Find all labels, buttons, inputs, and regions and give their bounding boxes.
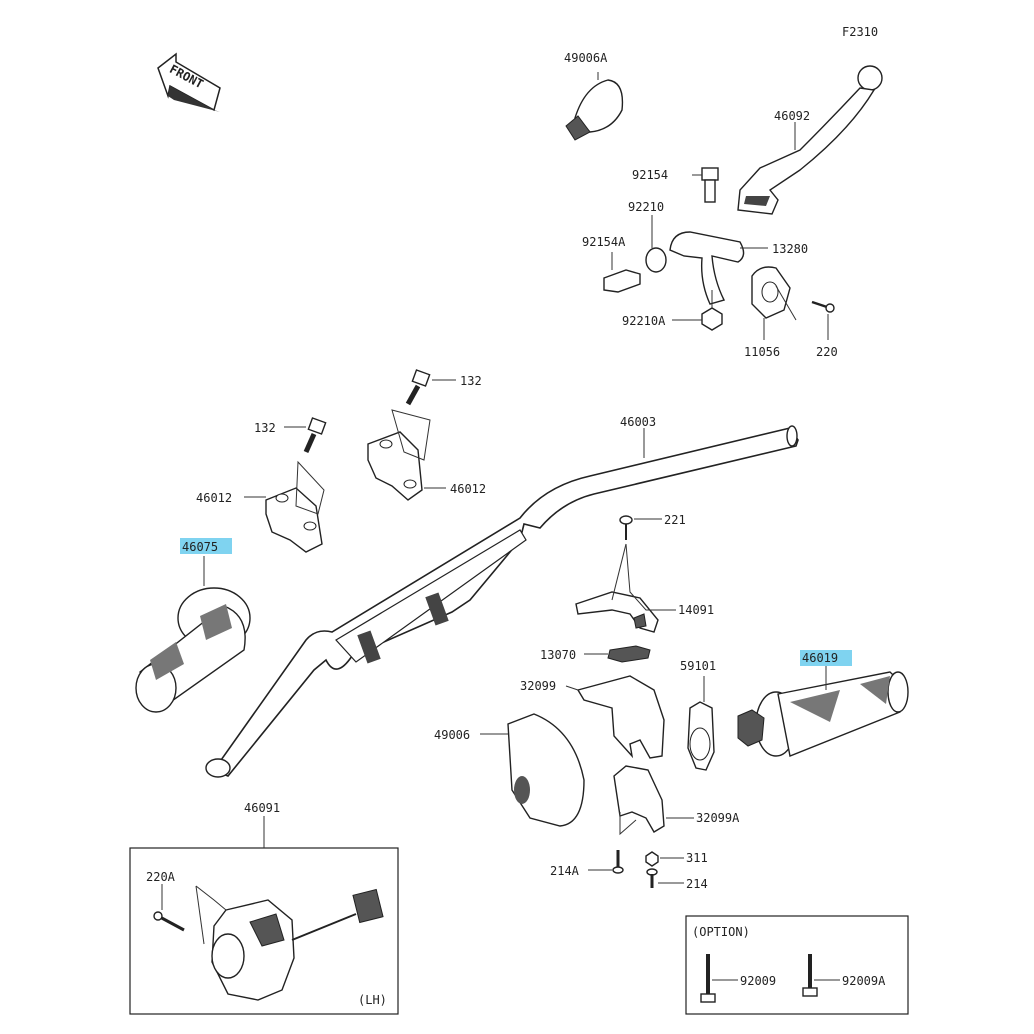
housing-32099[interactable] (565, 675, 665, 759)
label-220A[interactable]: 220A (146, 870, 176, 884)
label-92210[interactable]: 92210 (628, 200, 664, 214)
bolt-92009[interactable] (700, 954, 738, 1003)
bolt-92009A[interactable] (802, 954, 840, 997)
pulley-13070[interactable] (584, 645, 651, 663)
cable-guide-59101[interactable] (687, 676, 715, 771)
label-highlight-46019 (800, 650, 852, 666)
label-14091[interactable]: 14091 (678, 603, 714, 617)
screw-221[interactable] (619, 515, 662, 540)
option-box (685, 915, 909, 1015)
label-highlight-46075 (180, 538, 232, 554)
label-46075[interactable]: 46075 (182, 540, 218, 554)
screw-220A[interactable] (153, 884, 185, 932)
bolt-92154A[interactable] (603, 252, 641, 293)
switch-assembly-46091[interactable] (195, 885, 384, 1001)
bolt-92154[interactable] (692, 167, 719, 203)
label-46092[interactable]: 46092 (774, 109, 810, 123)
lever-cover-49006A[interactable] (565, 72, 624, 141)
label-92210A[interactable]: 92210A (622, 314, 666, 328)
clamp-46012-upper[interactable] (367, 409, 446, 501)
label-132-upper[interactable]: 132 (460, 374, 482, 388)
label-92154A[interactable]: 92154A (582, 235, 626, 249)
lh-label: (LH) (358, 993, 387, 1007)
cable-holder-14091[interactable] (575, 543, 676, 633)
nut-92210A[interactable] (672, 290, 723, 331)
screw-214[interactable] (646, 868, 684, 888)
label-46091[interactable]: 46091 (244, 801, 280, 815)
nut-311[interactable] (645, 851, 684, 867)
label-92009[interactable]: 92009 (740, 974, 776, 988)
label-32099[interactable]: 32099 (520, 679, 556, 693)
label-13280[interactable]: 13280 (772, 242, 808, 256)
label-220[interactable]: 220 (816, 345, 838, 359)
clutch-lever-46092[interactable] (737, 65, 883, 215)
handlebar-46003[interactable] (205, 425, 799, 778)
label-46019[interactable]: 46019 (802, 651, 838, 665)
label-49006A[interactable]: 49006A (564, 51, 608, 65)
label-92154[interactable]: 92154 (632, 168, 668, 182)
left-grip-46075[interactable] (135, 556, 251, 713)
label-46012-upper[interactable]: 46012 (450, 482, 486, 496)
label-311[interactable]: 311 (686, 851, 708, 865)
label-221[interactable]: 221 (664, 513, 686, 527)
option-label: (OPTION) (692, 925, 750, 939)
label-49006[interactable]: 49006 (434, 728, 470, 742)
label-214[interactable]: 214 (686, 877, 708, 891)
clamp-11056[interactable] (751, 266, 797, 340)
bolt-132-upper[interactable] (405, 369, 456, 406)
label-132-left[interactable]: 132 (254, 421, 276, 435)
front-arrow-icon: FRONT (157, 52, 221, 112)
label-13070[interactable]: 13070 (540, 648, 576, 662)
lever-holder-13280[interactable] (669, 231, 768, 305)
bolt-132-left[interactable] (284, 417, 327, 454)
right-grip-46019[interactable] (737, 666, 909, 757)
label-11056[interactable]: 11056 (744, 345, 780, 359)
adjuster-92210[interactable] (645, 215, 667, 273)
label-46003[interactable]: 46003 (620, 415, 656, 429)
label-46012-left[interactable]: 46012 (196, 491, 232, 505)
label-214A[interactable]: 214A (550, 864, 580, 878)
screw-220[interactable] (811, 300, 835, 340)
cover-49006[interactable] (480, 713, 585, 827)
label-32099A[interactable]: 32099A (696, 811, 740, 825)
label-59101[interactable]: 59101 (680, 659, 716, 673)
label-92009A[interactable]: 92009A (842, 974, 886, 988)
housing-32099A[interactable] (613, 765, 694, 836)
clamp-46012-left[interactable] (244, 460, 325, 553)
figure-code: F2310 (842, 25, 878, 39)
screw-214A[interactable] (588, 850, 624, 874)
